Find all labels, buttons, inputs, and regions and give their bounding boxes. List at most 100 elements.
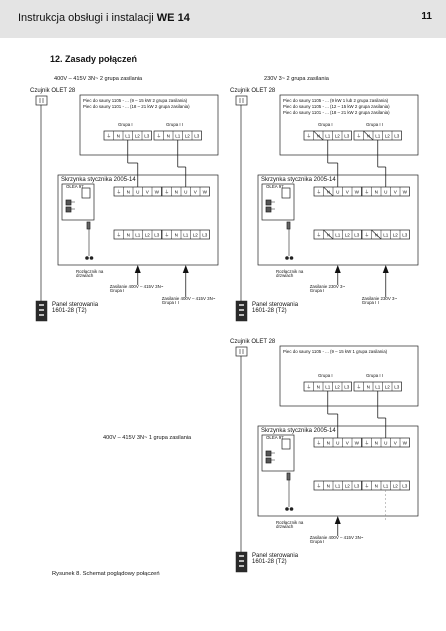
heater-model-line: Piec do sauny 1105 - ... (9 – 15 kW 2 gr… — [83, 98, 188, 103]
door-switch — [285, 507, 289, 511]
supply-terminal-strip-1 — [113, 229, 162, 240]
supply-terminal-strip-2-terminal: ⏚ — [364, 482, 369, 488]
heater-terminal-strip-1-terminal: ⏚ — [106, 132, 111, 138]
control-panel-button — [239, 314, 244, 316]
supply-1-arrow — [334, 265, 341, 273]
section-title: 12. Zasady połączeń — [50, 54, 138, 64]
contactor-terminal-strip-1-terminal: ⏚ — [116, 188, 121, 194]
supply-terminal-strip-1-terminal: L2 — [345, 232, 351, 237]
contactor-terminal-strip-2-terminal: V — [194, 189, 198, 194]
heater-terminal-strip-2-terminal: L3 — [394, 133, 400, 138]
contactor-box-label: Skrzynka stycznika 2005-14 — [61, 177, 136, 183]
contactor-terminal-strip-2-terminal: ⏚ — [364, 188, 369, 194]
contactor-terminal-strip-2-terminal: V — [394, 440, 398, 445]
contactor-terminal-strip-1-terminal: N — [127, 189, 130, 194]
heater-terminal-strip-1-terminal: L1 — [125, 133, 131, 138]
supply-2-label: Zasilanie 230V 3~Grupa I I — [361, 296, 398, 306]
heater-terminal-strip-2-terminal: ⏚ — [356, 383, 361, 389]
heater-terminal-strip-2-terminal: ⏚ — [156, 132, 161, 138]
controller-port — [65, 206, 72, 213]
heater-terminal-strip-2-terminal: N — [167, 133, 170, 138]
supply-terminal-strip-1-terminal: L3 — [154, 232, 160, 237]
contactor-terminal-strip-2-terminal: W — [403, 440, 408, 445]
supply-terminal-strip-1-terminal: L2 — [145, 232, 151, 237]
heater-terminal-strip-2-unused — [363, 130, 374, 141]
controller-module — [261, 183, 295, 221]
group2-label: Grupa I I — [166, 122, 184, 127]
heater-terminal-strip-1-terminal: L3 — [344, 133, 350, 138]
controller-display — [281, 187, 291, 199]
heater-terminal-strip-1-terminal: L3 — [344, 384, 350, 389]
heater-terminal-strip-1-terminal: L1 — [325, 384, 331, 389]
contactor-terminal-strip-1-unused — [323, 186, 334, 197]
contactor-terminal-strip-1-terminal: V — [346, 189, 350, 194]
supply-terminal-strip-1-terminal: ⏚ — [316, 231, 321, 237]
supply-terminal-strip-2-terminal: N — [175, 232, 178, 237]
heater-terminal-strip-1-unused — [313, 130, 324, 141]
supply-terminal-strip-1-terminal: L3 — [354, 232, 360, 237]
supply-terminal-strip-2-terminal: L3 — [202, 232, 208, 237]
controller-port — [65, 199, 72, 206]
controller-fuse — [286, 472, 291, 481]
supply-2-arrow — [182, 265, 189, 273]
supply-terminal-strip-2 — [361, 229, 410, 240]
group1-label: Grupa I — [318, 373, 333, 378]
control-panel-button — [239, 304, 244, 306]
heater-model-line: Piec do sauny 1101 - ... (18 – 21 kW 2 g… — [83, 104, 190, 110]
controller-port — [265, 206, 272, 213]
supply-terminal-strip-2-terminal: L3 — [402, 232, 408, 237]
heater-terminal-strip-2-terminal: L3 — [394, 384, 400, 389]
group2-label: Grupa I I — [366, 122, 384, 127]
supply-terminal-strip-2-terminal: L1 — [183, 232, 189, 237]
heater-model-line: Piec do sauny 1101 - ... (18 – 21 kW 2 g… — [283, 110, 390, 116]
heater-terminal-strip-2-terminal: L2 — [385, 384, 391, 389]
contactor-terminal-strip-1-terminal: U — [336, 440, 339, 445]
contactor-terminal-strip-2-terminal: U — [384, 440, 387, 445]
temperature-sensor — [235, 95, 248, 106]
controller-label: OLEA 97 — [266, 435, 284, 440]
contactor-terminal-strip-1-terminal: W — [355, 189, 360, 194]
supply-1-label: Zasilanie 400V – 415V 3N~Grupa I — [109, 284, 164, 294]
control-panel-button — [239, 555, 244, 557]
contactor-terminal-strip-2-terminal: U — [384, 189, 387, 194]
contactor-terminal-strip-2-terminal: ⏚ — [364, 439, 369, 445]
supply-1-arrow — [134, 265, 141, 273]
supply-terminal-strip-1-terminal: L2 — [345, 483, 351, 488]
supply-terminal-strip-1-terminal: L3 — [354, 483, 360, 488]
sensor-label: Czujnik OLET 28 — [230, 339, 276, 345]
heater-terminal-strip-1-terminal: L3 — [144, 133, 150, 138]
heater-terminal-strip-1-terminal: L1 — [325, 133, 331, 138]
heater-terminal-strip-1-terminal: N — [317, 384, 320, 389]
control-panel-button — [39, 309, 44, 311]
group1-label: Grupa I — [118, 122, 133, 127]
control-panel-button — [239, 309, 244, 311]
supply-terminal-strip-2-terminal: L1 — [383, 232, 389, 237]
supply-terminal-strip-1-terminal: L1 — [335, 232, 341, 237]
sensor-label: Czujnik OLET 28 — [30, 88, 76, 94]
controller-label: OLEA 97 — [66, 184, 84, 189]
supply-terminal-strip-1 — [313, 480, 362, 491]
contactor-terminal-strip-1-terminal: V — [146, 189, 150, 194]
contactor-terminal-strip-2-terminal: N — [175, 189, 178, 194]
heater-terminal-strip-2-terminal: N — [367, 384, 370, 389]
heater-terminal-strip-2-terminal: L2 — [385, 133, 391, 138]
supply-1-label: Zasilanie 230V 3~Grupa I — [309, 284, 346, 294]
contactor-terminal-strip-2-terminal: W — [203, 189, 208, 194]
supply-terminal-strip-2-terminal: ⏚ — [364, 231, 369, 237]
controller-port — [265, 199, 272, 206]
heater-terminal-strip-2-terminal: L2 — [185, 133, 191, 138]
supply-2-arrow — [382, 265, 389, 273]
heater-box — [279, 94, 419, 156]
contactor-terminal-strip-1-terminal: V — [346, 440, 350, 445]
supply-1-arrow — [334, 516, 341, 524]
heater-terminal-strip-2-terminal: L3 — [194, 133, 200, 138]
heater-model-line: Piec do sauny 1105 - ... (9 – 15 kW 1 gr… — [283, 349, 388, 354]
supply-terminal-strip-2-unused — [371, 229, 382, 240]
contactor-terminal-strip-2-terminal: N — [375, 189, 378, 194]
